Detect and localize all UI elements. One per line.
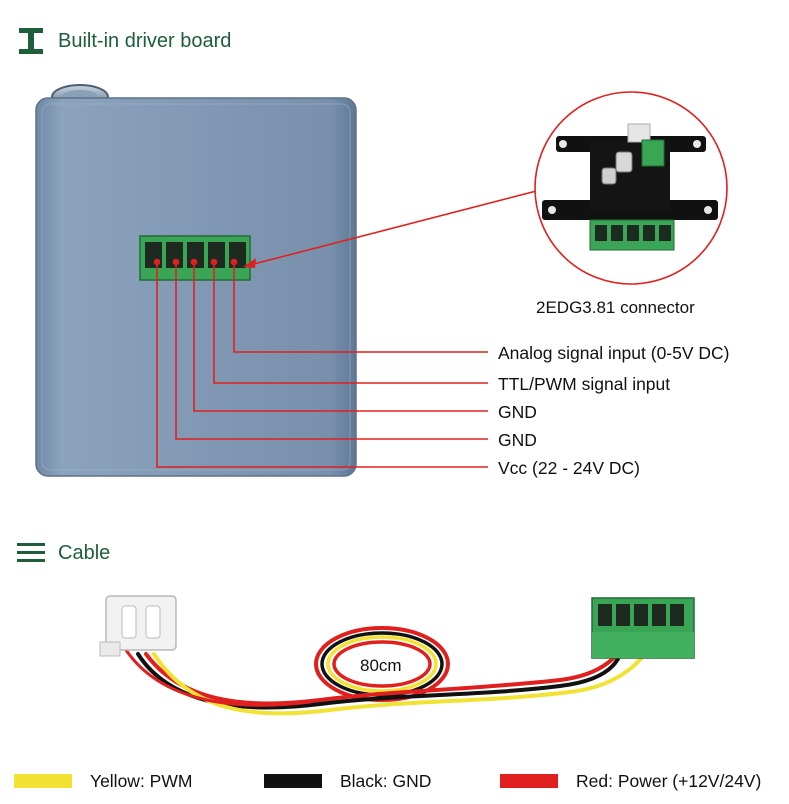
- connector-zoom-callout: [534, 91, 728, 285]
- legend-label: Red: Power (+12V/24V): [576, 770, 762, 791]
- cable-terminal-green: [591, 597, 695, 659]
- legend-swatch-red: [500, 774, 558, 788]
- circuit-board-icon: [19, 28, 43, 54]
- legend-item-yellow: Yellow: PWM: [14, 770, 192, 792]
- pin-label-gnd-2: GND: [498, 430, 537, 450]
- section-title-driver-board: Built-in driver board: [16, 26, 231, 56]
- legend-item-red: Red: Power (+12V/24V): [500, 770, 761, 792]
- cable-length-label: 80cm: [360, 656, 402, 675]
- menu-lines-icon: [17, 543, 45, 562]
- legend-item-black: Black: GND: [264, 770, 431, 792]
- legend-label: Black: GND: [340, 770, 432, 791]
- section-title-text: Built-in driver board: [58, 29, 232, 52]
- pin-label-gnd-1: GND: [498, 402, 537, 422]
- legend-label: Yellow: PWM: [90, 770, 193, 791]
- cable-assembly: [124, 618, 664, 716]
- pin-callout-lines: [153, 258, 488, 468]
- pin-label-vcc: Vcc (22 - 24V DC): [498, 458, 640, 478]
- legend-swatch-yellow: [14, 774, 72, 788]
- legend-swatch-black: [264, 774, 322, 788]
- pin-label-ttl-pwm: TTL/PWM signal input: [498, 374, 671, 394]
- section-title-cable: Cable: [16, 538, 110, 568]
- pin-label-analog: Analog signal input (0-5V DC): [498, 343, 730, 363]
- zoom-pointer: [243, 187, 549, 268]
- driver-housing: [35, 84, 357, 477]
- section-title-text: Cable: [58, 541, 111, 564]
- cable-plug-white: [99, 595, 177, 657]
- connector-name-label: 2EDG3.81 connector: [536, 298, 695, 317]
